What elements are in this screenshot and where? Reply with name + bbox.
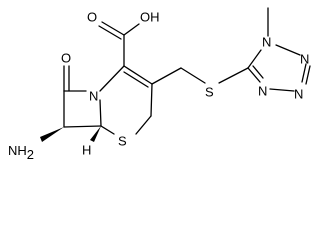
bond-ch2-s [135,115,152,135]
bond-n-c2 [99,65,125,92]
atom-oh: OH [140,10,160,25]
bond-c7-c6 [63,125,102,128]
wedge-c6-h [90,126,101,142]
bond-n4-c5-double-a [247,67,261,83]
bond-s-c5 [218,67,249,84]
atom-s-thioether: S [205,85,214,100]
bond-c3-ch2 [150,83,153,117]
bond-n1-n2 [275,44,301,56]
bond-c6-n [99,99,102,127]
bond-c2-c3-double-a [123,65,153,85]
bond-c3-ch2-side [151,67,182,85]
chemical-structure: O OH N S O NH2 H S N N N N [8,7,311,162]
atom-n-ring: N [89,89,98,104]
bond-n2-n3-double-a [301,63,307,83]
bond-ch2-s-side [180,67,206,84]
atom-s-ring: S [118,134,127,149]
atom-h-stereo: H [82,143,91,158]
bond-s-c6 [100,125,115,135]
bond-n3-n4 [269,88,295,92]
atom-tetrazole-n3: N [294,87,303,102]
bond-c2-c3-double-b [123,71,149,88]
atom-tetrazole-n2: N [300,52,309,67]
atom-tetrazole-n4: N [258,84,267,99]
atom-o-lactam: O [61,51,71,66]
bond-c-o-double-a [101,21,125,36]
bond-c5-n1 [247,49,262,69]
atom-nh2: NH2 [8,143,34,162]
bond-n4-c5-double-b [252,65,264,79]
wedge-c7-nh2 [40,127,64,142]
bond-n2-n3-double-b [305,65,311,85]
atom-o-carbonyl: O [87,10,97,25]
bond-c-o-double-b [98,25,122,40]
atom-tetrazole-n1: N [262,35,271,50]
bond-c-oh [123,23,140,36]
